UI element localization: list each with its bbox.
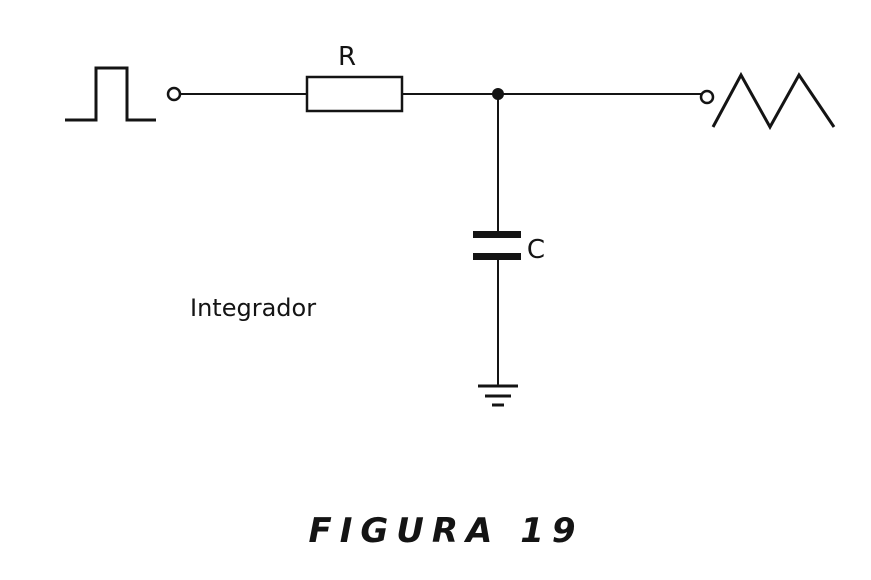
circuit-name-label: Integrador bbox=[190, 294, 316, 322]
capacitor-plate-bottom bbox=[473, 253, 521, 260]
resistor-r bbox=[305, 75, 404, 113]
capacitor-label: C bbox=[527, 235, 545, 265]
output-terminal bbox=[699, 89, 715, 105]
figure-caption: FIGURA 19 bbox=[308, 511, 583, 551]
resistor-label: R bbox=[338, 42, 356, 72]
ground-icon bbox=[478, 384, 518, 407]
input-square-pulse-icon bbox=[65, 66, 156, 122]
output-triangle-wave-icon bbox=[711, 71, 836, 131]
input-terminal bbox=[166, 86, 182, 102]
capacitor-plate-top bbox=[473, 231, 521, 238]
